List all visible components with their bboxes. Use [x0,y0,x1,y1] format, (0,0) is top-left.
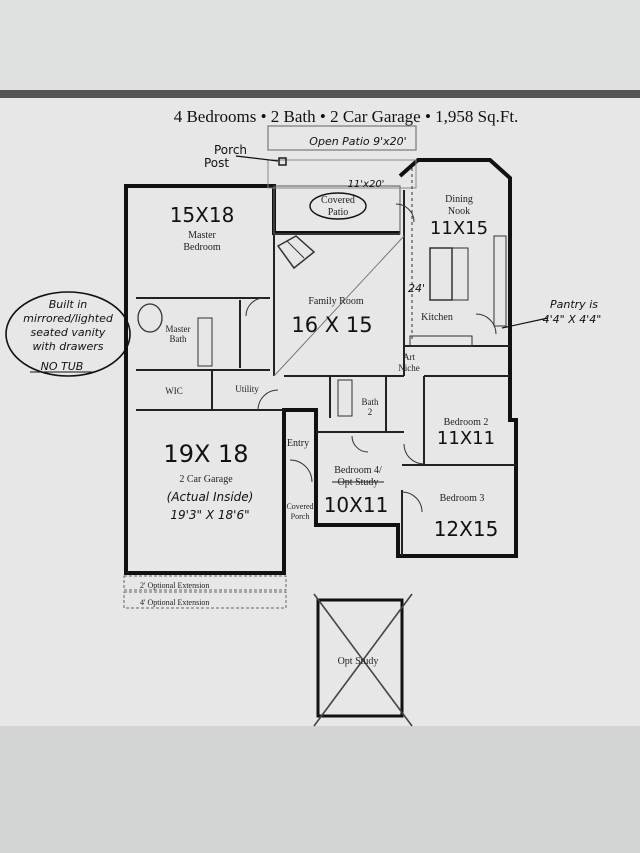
background-table [0,726,640,853]
extension-lines [123,575,287,609]
bath2-label-2: 2 [368,407,373,417]
background-wall [0,0,640,98]
floor-plan-sheet [0,98,640,726]
kitchen-cooktop [451,247,469,301]
note-vanity-line5: NO TUB [41,360,84,373]
dining-dim: 11X15 [430,218,488,239]
garage-label: 2 Car Garage [179,474,233,485]
family-room-diagonal [273,235,405,377]
family-room-dim: 16 X 15 [291,313,372,337]
dining-label-1: Dining [445,194,473,205]
dining-label-2: Nook [448,206,470,217]
art-niche-label-1: Art [403,352,415,362]
open-patio-outline [267,125,417,151]
opt-study-label: Opt Study [338,656,379,667]
note-garage-actual-line2: 19'3" X 18'6" [170,508,249,522]
covered-patio-outline [273,185,401,235]
sheet-edge [0,90,640,98]
bath2-tub [337,379,353,417]
covered-patio-oval [309,192,367,220]
entry-label: Entry [287,438,309,449]
bedroom3-label: Bedroom 3 [440,493,485,504]
kitchen-label: Kitchen [421,312,453,323]
master-bedroom-label-1: Master [188,230,216,241]
garage-dim: 19X 18 [163,440,248,468]
note-vanity-line2: mirrored/lighted [23,312,114,325]
family-room-label: Family Room [308,296,364,307]
note-open-patio: Open Patio 9'x20' [309,135,406,148]
kitchen-island [429,247,453,301]
porch-post-arrow [235,155,279,162]
note-pantry-line1: Pantry is [550,298,598,311]
note-porch-post-line1: Porch [214,143,247,157]
note-vanity-line3: seated vanity [31,326,106,339]
art-niche-label-2: Niche [398,363,420,373]
pantry-arrow [501,317,549,329]
master-bedroom-label-2: Bedroom [183,242,220,253]
extension-2ft-label: 2' Optional Extension [140,581,209,590]
kitchen-counter [493,235,507,327]
bedroom2-dim: 11X11 [437,428,495,449]
bedroom3-dim: 12X15 [434,517,499,541]
bedroom2-label: Bedroom 2 [444,417,489,428]
bath2-label-1: Bath [362,397,379,407]
master-bath-label-1: Master [166,324,191,334]
master-bath-label-2: Bath [170,334,187,344]
master-bedroom-dim: 15X18 [170,203,235,227]
covered-porch-label-2: Porch [291,512,310,521]
covered-patio-label-1: Covered [321,195,355,206]
kitchen-base-cabinets [409,335,473,347]
fireplace [276,235,316,270]
opt-study-block [313,593,413,727]
covered-porch-label-1: Covered [286,502,313,511]
note-vanity-line4: with drawers [32,340,103,353]
bedroom4-dim: 10X11 [324,493,389,517]
utility-label: Utility [235,384,259,394]
wic-label: WIC [165,386,183,396]
bedroom4-label-1: Bedroom 4/ [334,465,382,476]
extension-4ft-label: 4' Optional Extension [140,598,209,607]
porch-post-marker [278,157,287,166]
note-kitchen-length: 24' [408,282,425,295]
bath-vanity [197,317,213,367]
note-porch-post-line2: Post [204,156,229,170]
bathtub [137,303,163,333]
note-pantry-line2: 4'4" X 4'4" [543,313,602,326]
patio-slab [267,159,417,189]
note-garage-actual-line1: (Actual Inside) [167,490,254,504]
covered-patio-label-2: Patio [328,207,349,218]
plan-title: 4 Bedrooms • 2 Bath • 2 Car Garage • 1,9… [174,107,519,126]
door-swings [245,203,497,513]
note-vanity-line1: Built in [49,298,87,311]
vanity-callout-oval [5,291,131,377]
note-covered-patio-dim: 11'x20' [348,179,385,190]
